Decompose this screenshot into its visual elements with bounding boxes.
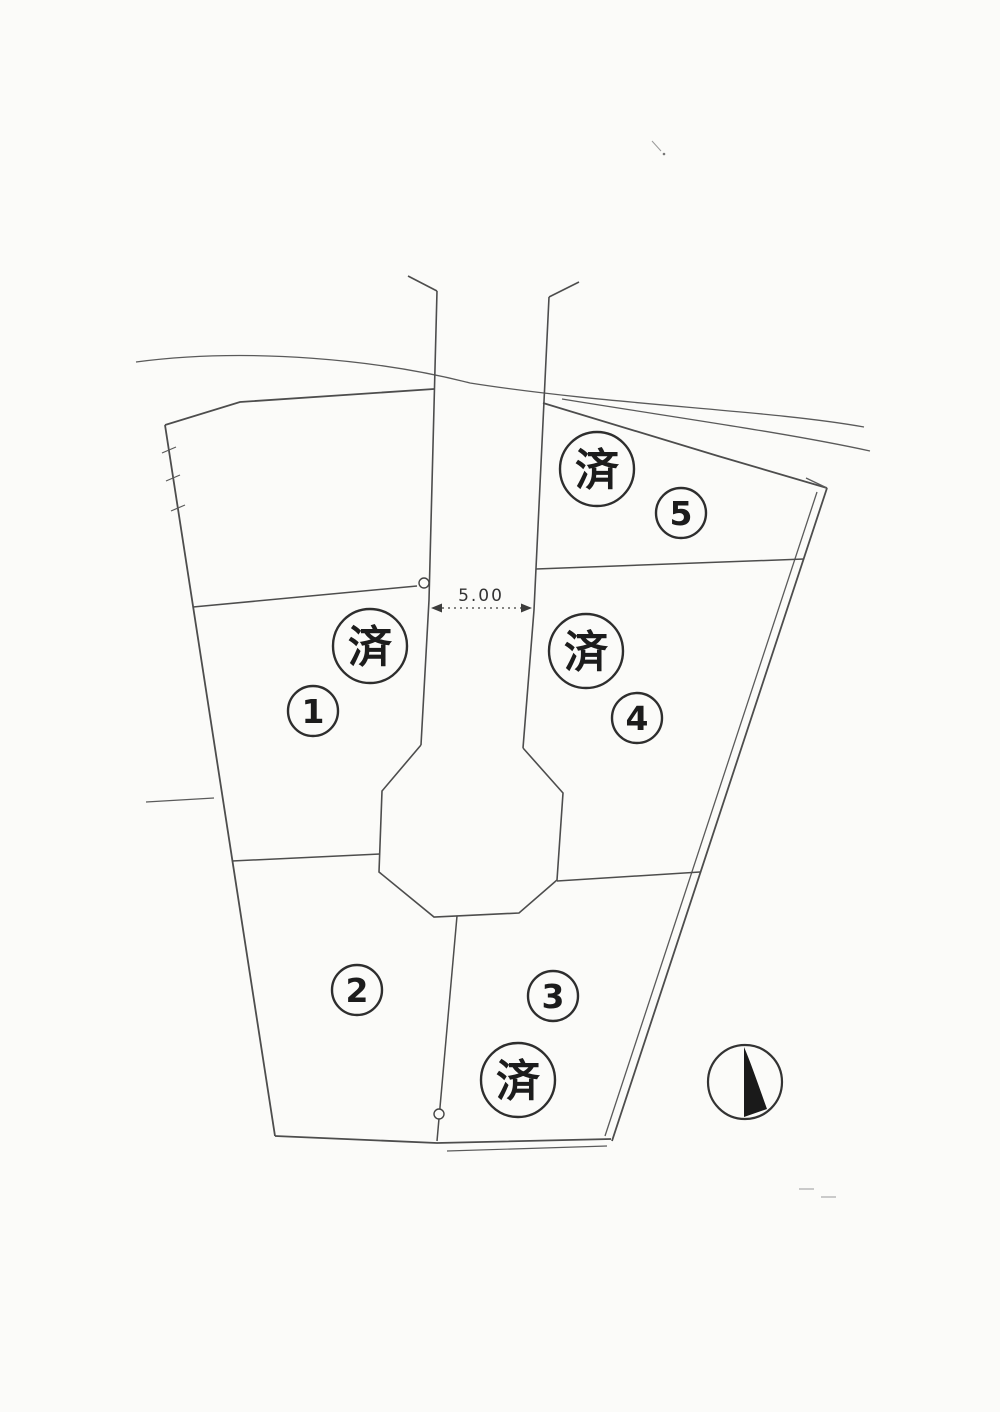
survey-marker xyxy=(418,577,430,589)
top-right-boundary xyxy=(542,402,828,489)
divider-lot1-top xyxy=(192,585,418,608)
dimension-arrow-right xyxy=(521,603,532,613)
sold-label-lot-4: 済 xyxy=(564,627,609,678)
dimension-label: 5.00 xyxy=(458,586,504,606)
lot-3-labels: 3 済 xyxy=(479,969,580,1119)
lot-number-circle-5 xyxy=(654,486,708,540)
divider-lot3-lot4 xyxy=(556,871,701,882)
right-boundary-inner xyxy=(604,491,818,1137)
lot-5-labels: 済 5 xyxy=(558,430,708,540)
access-road xyxy=(378,275,580,918)
road-branch-right xyxy=(548,281,580,298)
road-right-edge xyxy=(522,296,550,749)
sold-circle-lot-5 xyxy=(558,430,636,508)
cul-de-sac-octagon xyxy=(378,744,564,918)
sold-label-lot-5: 済 xyxy=(575,445,620,496)
divider-lot2-lot3 xyxy=(436,915,458,1142)
compass xyxy=(706,1043,784,1121)
sold-circle-lot-4 xyxy=(547,612,625,690)
top-left-boundary xyxy=(164,388,435,426)
boundary-hatch-ticks xyxy=(145,446,215,803)
left-boundary xyxy=(164,424,276,1137)
lot-number-5: 5 xyxy=(670,494,693,533)
hatch-tick xyxy=(161,446,177,454)
top-road-curve-lower xyxy=(561,398,871,452)
top-right-corner-tick xyxy=(805,477,828,489)
lot-number-circle-3 xyxy=(526,969,580,1023)
north-arrow-icon xyxy=(744,1047,767,1117)
lot-2-labels: 2 xyxy=(330,963,384,1017)
top-road-curve-upper xyxy=(135,354,865,428)
right-boundary-outer xyxy=(611,487,828,1142)
divider-lot5-lot4 xyxy=(535,558,805,570)
lot-number-1: 1 xyxy=(302,692,325,731)
speck xyxy=(662,152,666,156)
road-branch-left xyxy=(407,275,438,292)
left-extension-line xyxy=(145,797,215,803)
sold-circle-lot-3 xyxy=(479,1041,557,1119)
road-width-dimension: 5.00 xyxy=(431,586,532,613)
lot-number-circle-4 xyxy=(610,691,664,745)
hatch-tick xyxy=(170,504,186,512)
lot-number-4: 4 xyxy=(626,699,649,738)
lot-number-3: 3 xyxy=(542,977,565,1016)
divider-lot1-lot2 xyxy=(231,853,381,862)
speck xyxy=(651,140,662,152)
lot-number-circle-2 xyxy=(330,963,384,1017)
lot-4-labels: 済 4 xyxy=(547,612,664,745)
road-left-edge xyxy=(420,290,438,746)
plot-boundary xyxy=(164,388,828,1152)
lot-1-labels: 済 1 xyxy=(286,607,409,738)
lot-number-2: 2 xyxy=(346,971,369,1010)
bottom-boundary-inner xyxy=(446,1145,608,1152)
dimension-arrow-left xyxy=(431,603,442,613)
bottom-boundary xyxy=(274,1135,612,1144)
scan-specks xyxy=(651,140,836,1198)
survey-marker xyxy=(433,1108,445,1120)
compass-circle xyxy=(706,1043,784,1121)
sold-label-lot-1: 済 xyxy=(348,622,393,673)
sold-label-lot-3: 済 xyxy=(496,1056,541,1107)
hatch-tick xyxy=(165,474,181,482)
top-road xyxy=(135,354,871,452)
lot-dividers xyxy=(192,558,805,1142)
sold-circle-lot-1 xyxy=(331,607,409,685)
lot-number-circle-1 xyxy=(286,684,340,738)
